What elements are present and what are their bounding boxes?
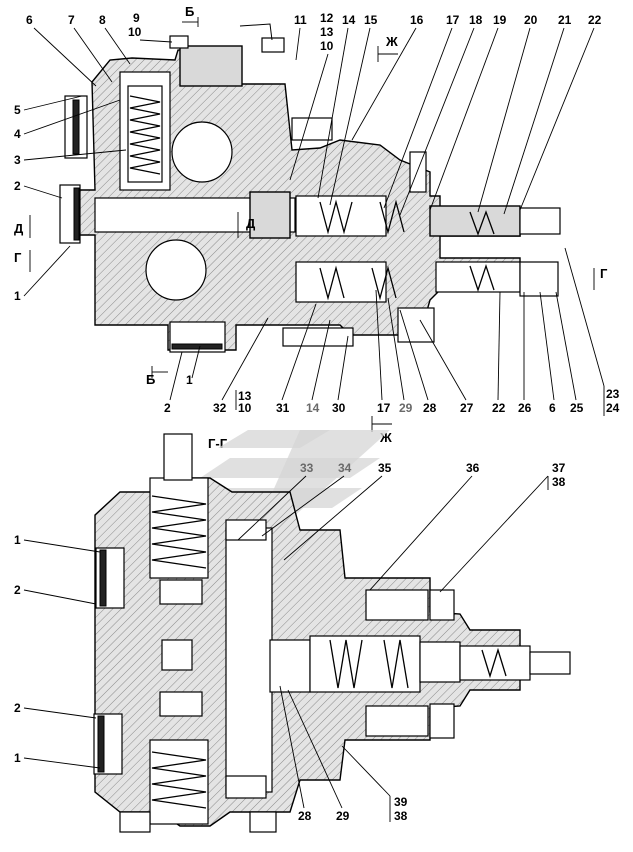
callout-35: 35 <box>378 461 392 475</box>
callout-28-bottom: 28 <box>298 809 312 823</box>
callout-2-left-a: 2 <box>14 583 21 597</box>
callout-10-bottom: 10 <box>238 401 252 415</box>
callout-22: 22 <box>588 13 602 27</box>
section-mark-b-bottom: Б <box>146 372 155 387</box>
callout-20: 20 <box>524 13 538 27</box>
callout-18: 18 <box>469 13 483 27</box>
callout-8: 8 <box>99 13 106 27</box>
callout-17: 17 <box>446 13 460 27</box>
section-mark-d-mid: Д <box>246 216 256 231</box>
callout-39: 39 <box>394 795 408 809</box>
callout-38: 38 <box>552 475 566 489</box>
callout-34: 34 <box>338 461 352 475</box>
callout-2: 2 <box>14 179 21 193</box>
callout-38-bottom: 38 <box>394 809 408 823</box>
section-mark-g-left: Г <box>14 250 22 265</box>
callout-29-top: 29 <box>399 401 413 415</box>
callout-7: 7 <box>68 13 75 27</box>
callout-16: 16 <box>410 13 424 27</box>
callout-2-left-b: 2 <box>14 701 21 715</box>
callout-33: 33 <box>300 461 314 475</box>
callout-24: 24 <box>606 401 620 415</box>
callout-37: 37 <box>552 461 566 475</box>
callout-5: 5 <box>14 103 21 117</box>
callout-11: 11 <box>294 13 307 27</box>
section-title-g-g: Г-Г <box>208 436 228 451</box>
callout-30: 30 <box>332 401 346 415</box>
callout-1-left-a: 1 <box>14 533 21 547</box>
callout-2-bottom: 2 <box>164 401 171 415</box>
section-mark-b-top: Б <box>185 4 194 19</box>
callout-10-top: 10 <box>128 25 142 39</box>
callout-21: 21 <box>558 13 572 27</box>
callout-4: 4 <box>14 127 21 141</box>
bottom-callouts: 33 34 35 36 37 38 1 2 2 1 28 29 39 38 <box>14 461 566 823</box>
section-mark-zh-top: Ж <box>385 34 398 49</box>
callout-1: 1 <box>14 289 21 303</box>
callout-29-bottom: 29 <box>336 809 350 823</box>
callout-10-mid: 10 <box>320 39 334 53</box>
callout-32: 32 <box>213 401 227 415</box>
callout-27: 27 <box>460 401 474 415</box>
callout-15: 15 <box>364 13 378 27</box>
top-callouts: 6 7 8 9 10 11 12 13 10 14 15 16 17 18 19… <box>14 11 620 415</box>
callout-28-top: 28 <box>423 401 437 415</box>
callout-22-bottom: 22 <box>492 401 506 415</box>
callout-25: 25 <box>570 401 584 415</box>
section-mark-g-right: Г <box>600 266 608 281</box>
section-marks: Б Б Д Д Г Г Ж Ж Г-Г <box>14 4 608 451</box>
callout-23: 23 <box>606 387 620 401</box>
callout-13-bottom: 13 <box>238 389 252 403</box>
callout-31: 31 <box>276 401 290 415</box>
callout-13-top: 13 <box>320 25 334 39</box>
callout-1-bottom: 1 <box>186 373 193 387</box>
section-mark-d-left: Д <box>14 221 24 236</box>
callout-17-bottom: 17 <box>377 401 391 415</box>
callout-6: 6 <box>26 13 33 27</box>
callout-9: 9 <box>133 11 140 25</box>
callout-19: 19 <box>493 13 507 27</box>
top-leaders <box>23 27 605 416</box>
callout-14: 14 <box>342 13 356 27</box>
callout-26: 26 <box>518 401 532 415</box>
callout-1-left-b: 1 <box>14 751 21 765</box>
callout-6-bottom: 6 <box>549 401 556 415</box>
callout-36: 36 <box>466 461 480 475</box>
callout-12: 12 <box>320 11 334 25</box>
callout-3: 3 <box>14 153 21 167</box>
top-section-view <box>59 23 561 353</box>
logo-watermark <box>182 430 390 520</box>
bottom-section-view <box>93 433 571 833</box>
callout-14-bottom: 14 <box>306 401 320 415</box>
bottom-leaders <box>23 475 549 822</box>
